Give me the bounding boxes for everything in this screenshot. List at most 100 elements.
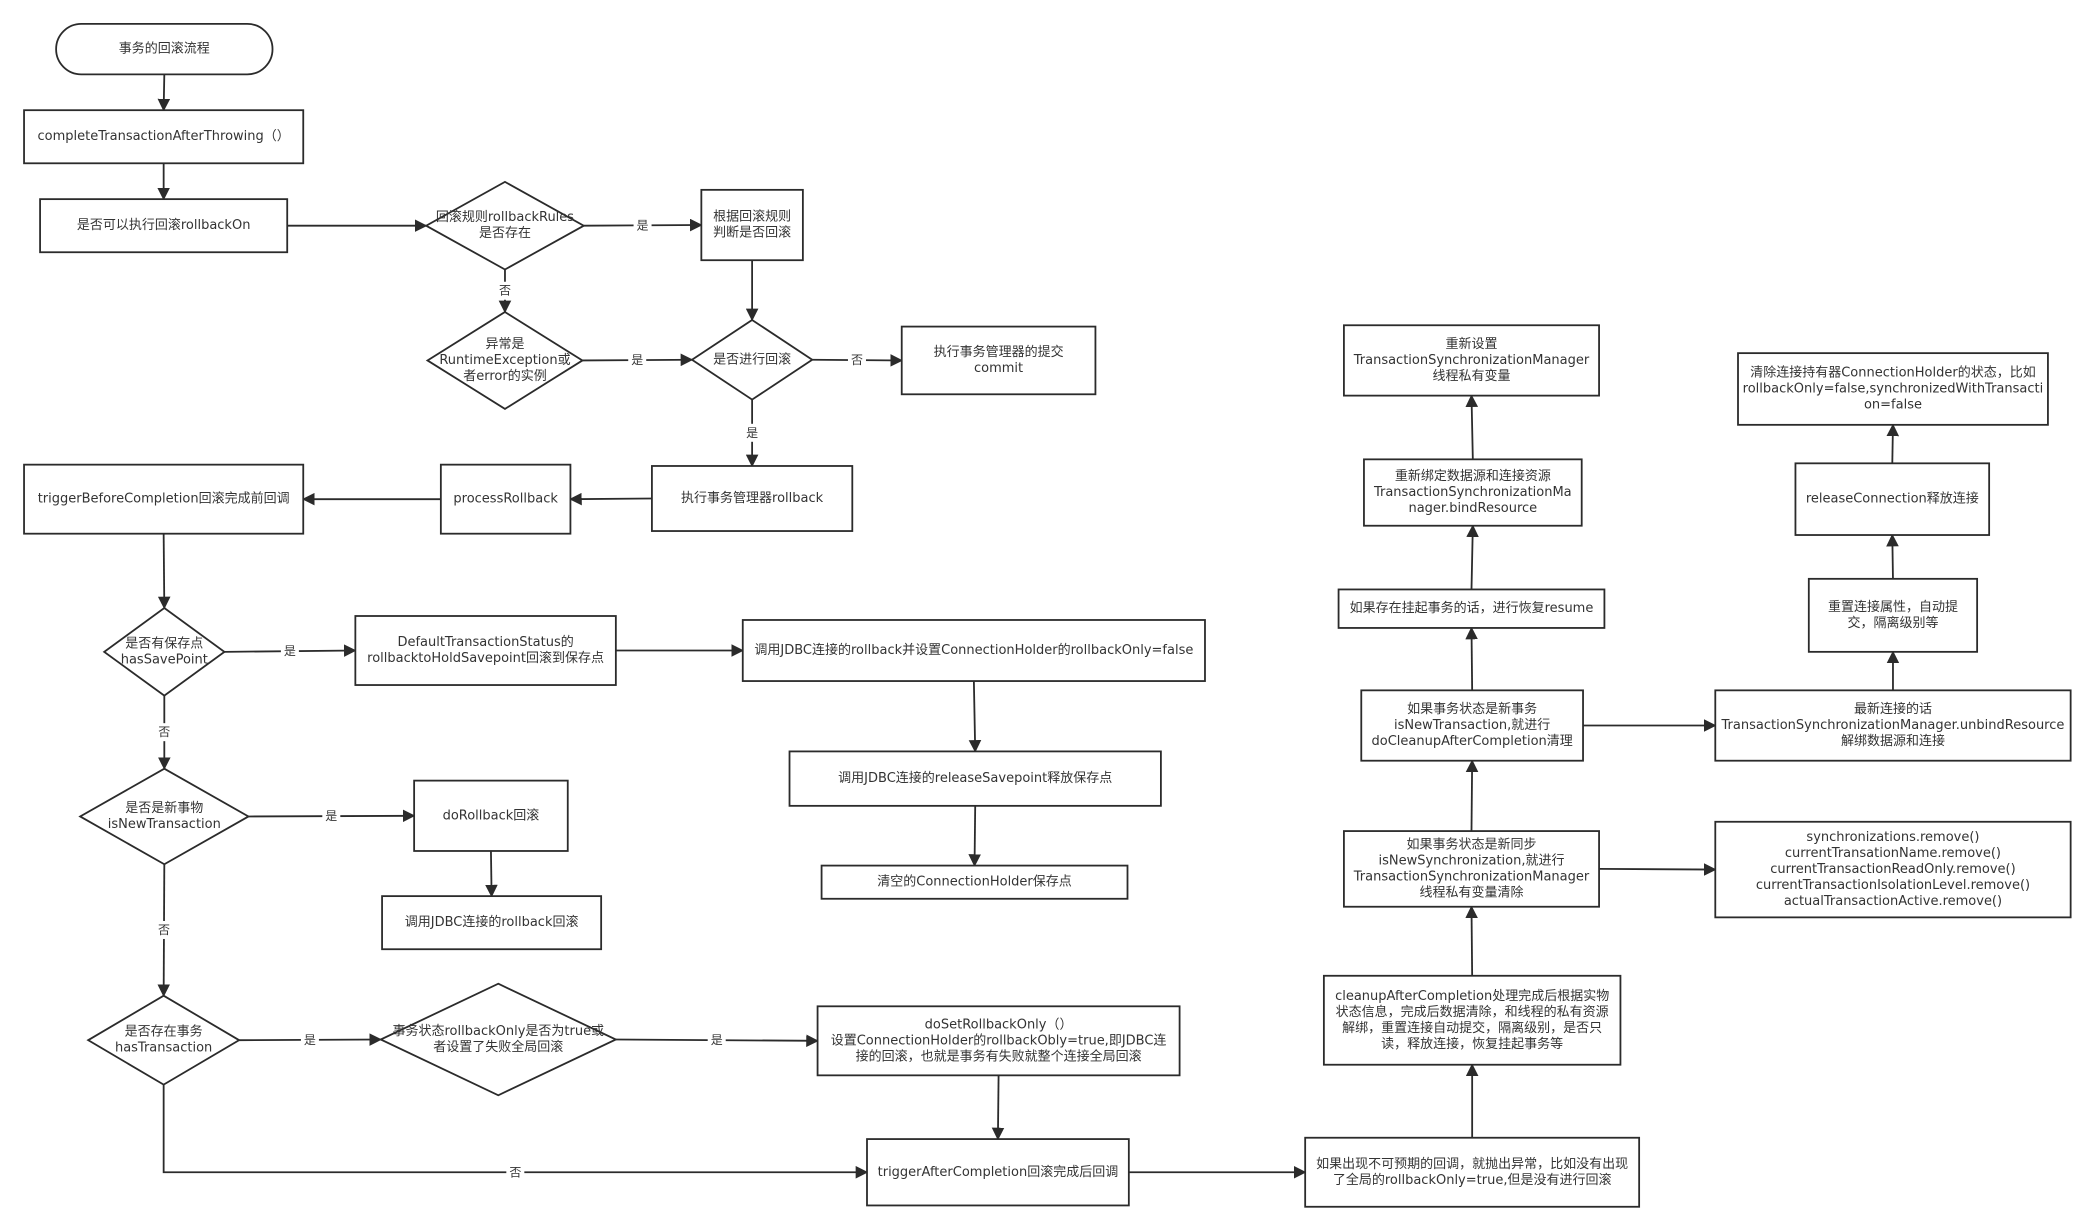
edge-labels-layer: 是否是否是是否是否是是否	[154, 216, 866, 1182]
node-sync-removes: synchronizations.remove()currentTransati…	[1714, 820, 2072, 919]
edge-has-transaction-to-trigger-after-completion	[162, 1084, 869, 1179]
node-label: 事务的回滚流程	[119, 41, 210, 57]
edge-start-to-complete-after-throwing	[157, 74, 171, 112]
node-shape	[439, 463, 572, 535]
node-shape	[1304, 1136, 1641, 1208]
edge-execute-rollback-to-process-rollback	[569, 492, 652, 506]
node-shape	[378, 982, 618, 1097]
node-label: isNewSynchronization,就进行	[1378, 853, 1564, 868]
node-label: releaseConnection释放连接	[1806, 491, 1979, 507]
node-label: RuntimeException或	[439, 353, 570, 368]
node-label: 是否进行回滚	[713, 351, 791, 367]
node-label: commit	[974, 361, 1023, 376]
node-label: TransactionSynchronizationManager	[1353, 869, 1590, 884]
node-label: DefaultTransactionStatus的	[397, 634, 573, 650]
node-label: 状态信息，完成后数据清除，和线程的私有资源	[1336, 1004, 1609, 1020]
node-label: completeTransactionAfterThrowing（）	[38, 129, 290, 144]
node-label: 如果事务状态是新事务	[1407, 701, 1537, 717]
node-label: 是否存在	[479, 226, 531, 241]
node-resume-suspended: 如果存在挂起事务的话，进行恢复resume	[1337, 588, 1606, 629]
node-label: 调用JDBC连接的rollback回滚	[405, 914, 579, 930]
node-label: cleanupAfterCompletion处理完成后根据实物	[1335, 989, 1609, 1004]
node-rebind-resource: 重新绑定数据源和连接资源TransactionSynchronizationMa…	[1363, 458, 1583, 527]
edge-new-tx-cleanup-to-resume-suspended	[1465, 626, 1478, 691]
edge-label-rules-yes: 是	[637, 218, 649, 232]
node-shape	[900, 325, 1097, 396]
node-label: rollbacktoHoldSavepoint回滚到保存点	[367, 650, 604, 666]
edge-label-decision-yes: 是	[746, 426, 758, 440]
edge-do-rollback-to-jdbc-rollback	[485, 850, 498, 898]
node-new-sync-clear: 如果事务状态是新同步isNewSynchronization,就进行Transa…	[1343, 830, 1600, 908]
edge-label-newtx-no: 否	[158, 923, 170, 937]
node-shape	[1714, 820, 2072, 919]
edge-label-bg	[280, 642, 299, 661]
node-label: 如果存在挂起事务的话，进行恢复resume	[1350, 600, 1594, 616]
node-reset-sync-vars: 重新设置TransactionSynchronizationManager线程私…	[1343, 324, 1600, 397]
edge-cleanup-after-completion-to-new-sync-clear	[1465, 905, 1478, 976]
node-do-rollback-decision: 是否进行回滚	[690, 318, 814, 401]
node-label: 判断是否回滚	[713, 225, 791, 241]
node-label: rollbackOnly=false,synchronizedWithTrans…	[1743, 381, 2044, 396]
node-label: 调用JDBC连接的rollback并设置ConnectionHolder的rol…	[754, 642, 1193, 658]
node-shape	[816, 1005, 1181, 1077]
node-clear-connection-holder: 清除连接持有器ConnectionHolder的状态，比如rollbackOnl…	[1737, 352, 2049, 426]
node-do-rollback: doRollback回滚	[413, 779, 569, 852]
node-label: triggerAfterCompletion回滚完成后回调	[878, 1164, 1119, 1180]
node-label: 解绑数据源和连接	[1841, 733, 1945, 749]
node-reset-connection-props: 重置连接属性，自动提交，隔离级别等	[1807, 577, 1979, 653]
node-label: 回滚规则rollbackRules	[436, 209, 574, 225]
node-trigger-before-completion: triggerBeforeCompletion回滚完成前回调	[23, 463, 305, 535]
node-unexpected-rollback: 如果出现不可预期的回调，就抛出异常，比如没有出现了全局的rollbackOnly…	[1304, 1136, 1641, 1208]
node-label: TransactionSynchronizationManager	[1353, 353, 1590, 368]
node-label: 异常是	[485, 337, 524, 352]
edge-label-bg	[300, 1030, 319, 1049]
node-complete-after-throwing: completeTransactionAfterThrowing（）	[23, 109, 305, 165]
edge-label-savepoint-no: 否	[158, 725, 170, 739]
edge-new-sync-clear-to-sync-removes	[1599, 863, 1717, 876]
edge-resume-suspended-to-rebind-resource	[1466, 524, 1479, 590]
node-can-rollback-on: 是否可以执行回滚rollbackOn	[39, 198, 289, 254]
node-shape	[866, 1138, 1130, 1207]
node-label: 如果事务状态是新同步	[1406, 836, 1536, 852]
node-shape	[23, 463, 305, 535]
edge-label-bg	[633, 216, 652, 235]
node-shape	[55, 22, 274, 76]
node-label: 执行事务管理器的提交	[934, 344, 1064, 360]
node-label: synchronizations.remove()	[1806, 830, 1979, 845]
edge-label-bg	[628, 351, 647, 370]
node-release-connection: releaseConnection释放连接	[1794, 462, 1991, 536]
edge-label-bg	[506, 1163, 525, 1182]
node-rollback-to-savepoint: DefaultTransactionStatus的rollbacktoHoldS…	[354, 615, 617, 686]
node-label: on=false	[1864, 397, 1922, 412]
node-jdbc-release-savepoint: 调用JDBC连接的releaseSavepoint释放保存点	[788, 750, 1162, 807]
node-label: doRollback回滚	[443, 807, 540, 823]
nodes-layer: 事务的回滚流程 completeTransactionAfterThrowing（…	[23, 22, 2072, 1208]
edge-label-hastx-no: 否	[509, 1165, 521, 1179]
node-label: 解绑，重置连接自动提交，隔离级别，是否只	[1342, 1020, 1602, 1036]
node-label: 最新连接的话	[1854, 701, 1932, 717]
node-label: triggerBeforeCompletion回滚完成前回调	[38, 491, 290, 507]
node-shape	[86, 994, 241, 1086]
node-shape	[1343, 324, 1600, 397]
node-label: isNewTransaction,就进行	[1394, 718, 1550, 733]
node-label: 设置ConnectionHolder的rollbackObly=true,即JD…	[831, 1032, 1167, 1048]
node-cleanup-after-completion: cleanupAfterCompletion处理完成后根据实物状态信息，完成后数…	[1322, 974, 1622, 1066]
edge-label-bg	[322, 807, 341, 826]
edge-jdbc-release-savepoint-to-clear-savepoint	[968, 805, 981, 867]
node-shape	[788, 750, 1162, 807]
edge-release-connection-to-clear-connection-holder	[1886, 423, 1900, 464]
node-shape	[413, 779, 569, 852]
node-label: doCleanupAfterCompletion清理	[1372, 734, 1573, 749]
node-jdbc-rollback-set-only: 调用JDBC连接的rollback并设置ConnectionHolder的rol…	[741, 619, 1206, 682]
node-label: 重新绑定数据源和连接资源	[1395, 468, 1551, 484]
node-shape	[424, 180, 586, 271]
node-shape	[1363, 458, 1583, 527]
node-clear-savepoint: 清空的ConnectionHolder保存点	[820, 864, 1129, 900]
edge-label-bg	[495, 281, 514, 300]
node-label: doSetRollbackOnly（）	[925, 1017, 1073, 1032]
node-label: 清空的ConnectionHolder保存点	[877, 874, 1072, 890]
node-shape	[1794, 462, 1991, 536]
node-label: 重新设置	[1445, 336, 1497, 352]
